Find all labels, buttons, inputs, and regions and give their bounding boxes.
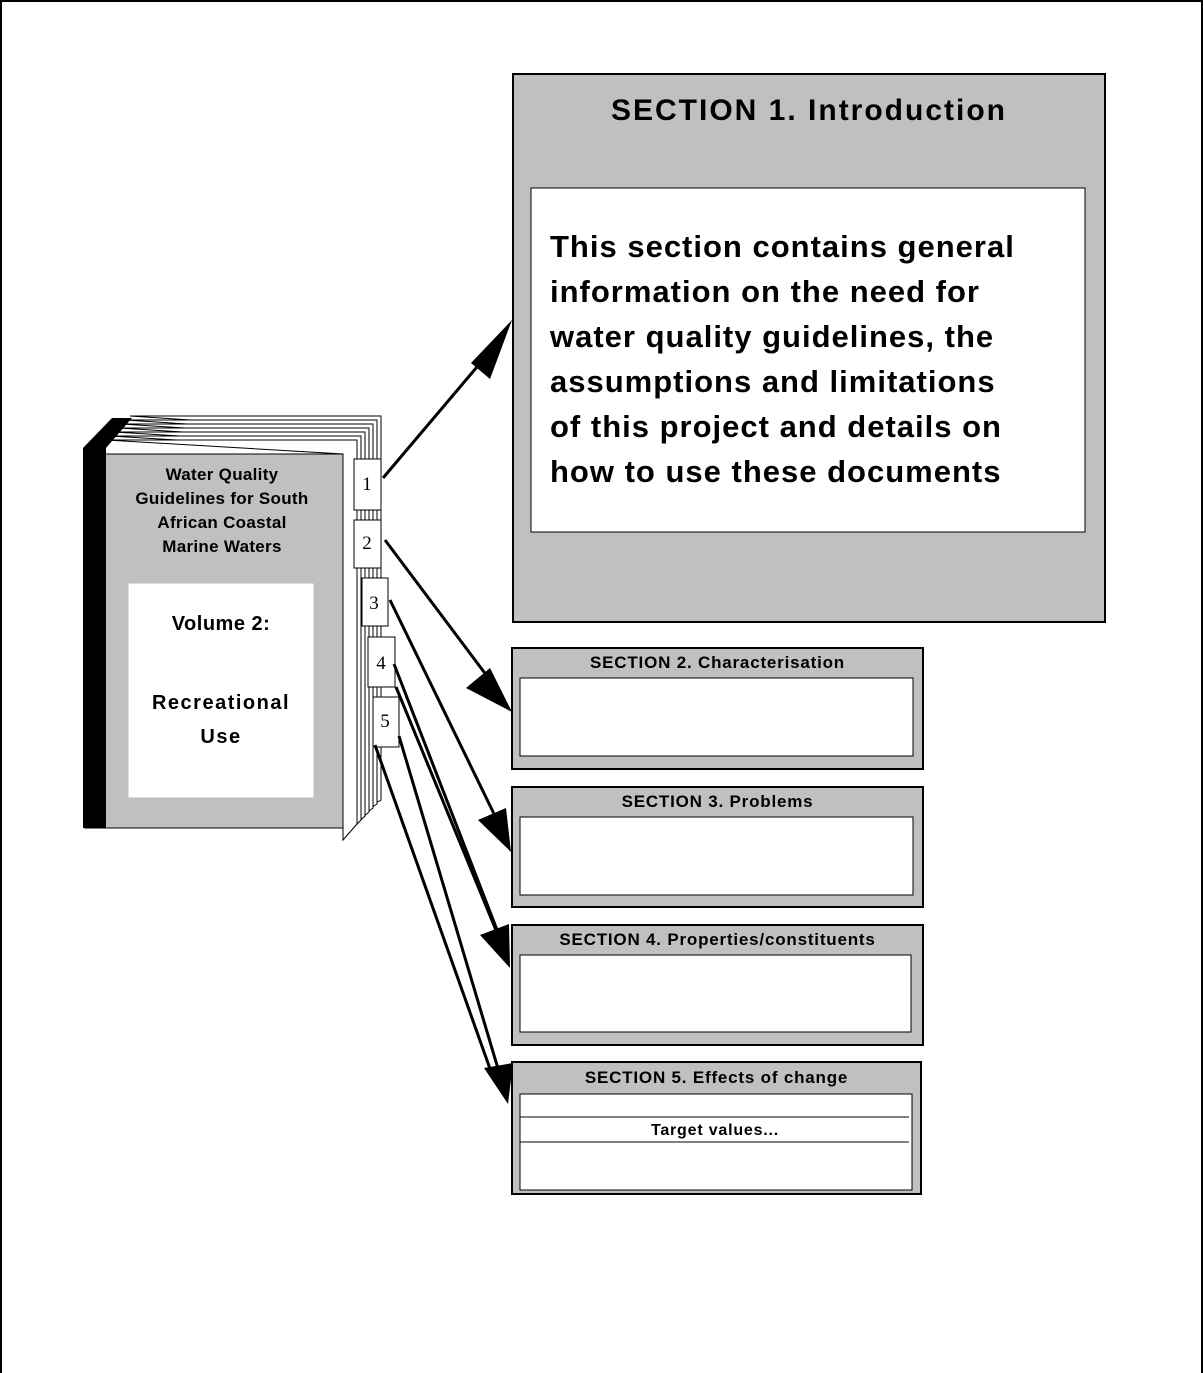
arrow-2-head — [466, 668, 512, 712]
arrow-3-head — [478, 808, 511, 852]
tab-5 — [372, 696, 400, 748]
book-volume: Volume 2: — [171, 613, 271, 635]
section-1-body: This section contains general informatio… — [550, 229, 1015, 489]
section-4-title: SECTION 4. Properties/constituents — [559, 930, 876, 949]
arrow-4-line — [392, 663, 501, 936]
section-5-target-values: Target values... — [650, 1122, 780, 1139]
section-3-title: SECTION 3. Problems — [621, 792, 814, 811]
section-2-inner — [519, 677, 914, 757]
arrow-5-head — [484, 1063, 513, 1104]
arrows — [373, 320, 513, 1104]
book-spine-top — [83, 418, 132, 448]
section-1-title: SECTION 1. Introduction — [611, 94, 1007, 127]
tab-2 — [353, 519, 382, 569]
arrow-4-head — [480, 924, 510, 968]
tab-1-label: 1 — [362, 474, 372, 495]
tab-4 — [367, 636, 396, 688]
arrow-1-line — [381, 347, 495, 479]
tab-5-label: 5 — [380, 711, 390, 732]
book-tabs — [353, 458, 400, 748]
section-5-title: SECTION 5. Effects of change — [584, 1068, 849, 1087]
tab-1 — [353, 458, 382, 511]
arrow-4b-line — [394, 686, 500, 936]
book-label-box — [127, 582, 315, 799]
tab-3-label: 3 — [369, 593, 379, 614]
book-spine — [83, 448, 106, 828]
section-3-inner — [519, 816, 914, 896]
section-1-body-box — [530, 187, 1086, 533]
tab-4-label: 4 — [376, 653, 386, 674]
section-4-inner — [519, 954, 912, 1033]
arrow-2-line — [383, 539, 492, 681]
arrow-5b-line — [373, 744, 496, 1081]
tab-2-label: 2 — [362, 533, 372, 554]
section-2-title: SECTION 2. Characterisation — [590, 653, 845, 672]
book-title: Water Quality Guidelines for South Afric… — [135, 465, 309, 556]
arrow-3-line — [388, 599, 499, 821]
arrow-5-line — [397, 735, 501, 1073]
tab-3 — [361, 577, 389, 627]
book-pages — [105, 415, 382, 842]
book-use: Recreational Use — [151, 692, 291, 748]
